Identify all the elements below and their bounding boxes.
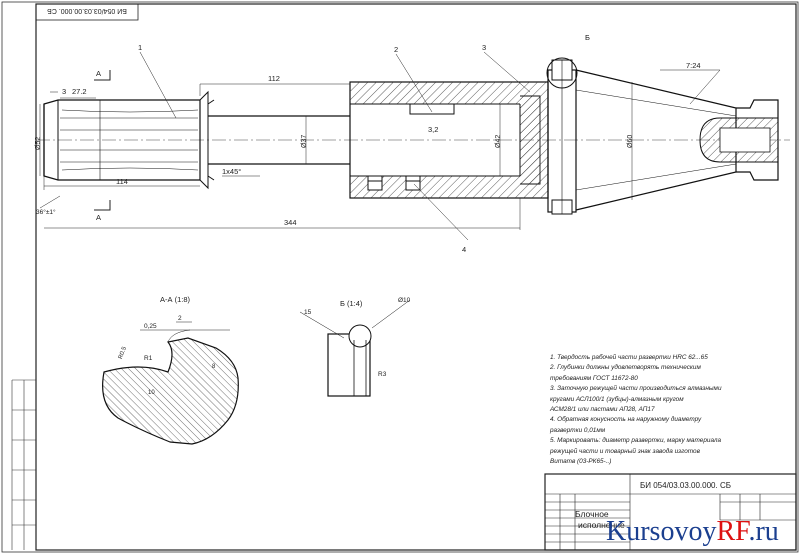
- aa-dim-8: 8: [212, 364, 216, 370]
- title-block-name-1: Блочное: [575, 509, 609, 519]
- callout-2: 2: [394, 45, 398, 54]
- dim-36: 36°±1°: [36, 208, 56, 216]
- note-line: 4. Обратная конусность на наружному диам…: [550, 416, 702, 424]
- dimension-lines: [39, 51, 721, 241]
- section-a-top: А: [96, 69, 101, 78]
- dim-344: 344: [284, 218, 297, 227]
- dim-27-2: 27.2: [72, 87, 87, 96]
- detail-b: Б (1:4) 15 Ø10 R3: [299, 297, 411, 397]
- b-dim-10: Ø10: [398, 297, 411, 304]
- note-line: 5. Маркировать: диаметр развертки, марку…: [550, 437, 722, 445]
- inner-frame: [35, 3, 797, 551]
- callout-b: Б: [585, 33, 590, 42]
- logo-part-1: Kursovoy: [606, 516, 717, 547]
- dim-60: Ø60: [627, 135, 634, 148]
- dim-112: 112: [268, 74, 280, 83]
- technical-notes: 1. Твердость рабочей части развертки HRC…: [550, 353, 780, 467]
- dim-3: 3: [62, 87, 66, 96]
- note-line: Витатв (03-РК65-..): [550, 458, 612, 466]
- main-view: [36, 59, 790, 215]
- detail-b-circle: [546, 57, 578, 89]
- dim-chamfer: 1х45°: [222, 167, 241, 176]
- logo-part-3: .ru: [748, 516, 779, 547]
- stamp-code: БИ 054/03.03.00.000. СБ: [47, 7, 127, 14]
- note-line: развертки 0,01мм: [550, 426, 606, 434]
- note-line: 3. Заточную режущей части производиться …: [550, 385, 722, 393]
- title-block-code: БИ 054/03.03.00.000. СБ: [640, 481, 731, 490]
- dim-taper: 7:24: [686, 61, 701, 70]
- note-line: режущей части и товарный знак завода изг…: [550, 447, 700, 455]
- note-line: требованиям ГОСТ 11672-80: [550, 374, 638, 382]
- aa-dim-10: 10: [148, 390, 155, 396]
- detail-b-title: Б (1:4): [340, 299, 363, 308]
- b-dim-r3: R3: [378, 371, 387, 378]
- dim-52: Ø52: [35, 137, 42, 150]
- note-line: АСМ28/1 или пастами АП28, АП17: [550, 406, 655, 414]
- dim-114: 114: [116, 177, 128, 186]
- callout-1: 1: [138, 43, 142, 52]
- main-labels: 1 2 3 4 Б А А 112 114 344 3 27.2 1х45° 3…: [35, 33, 701, 254]
- aa-dim-2: 2: [178, 315, 182, 322]
- callout-4: 4: [462, 245, 466, 254]
- note-line: 1. Твердость рабочей части развертки HRC…: [550, 354, 708, 361]
- dim-rough: 3,2: [428, 125, 438, 134]
- dim-42: Ø42: [495, 135, 502, 148]
- dim-37: Ø37: [301, 135, 308, 148]
- section-aa-title: А-А (1:8): [160, 295, 191, 304]
- aa-dim-025: 0,25: [144, 323, 157, 330]
- note-line: кругами АСЛ100/1 (зубцы)-алмазным кругом: [550, 395, 684, 403]
- b-dim-15: 15: [304, 309, 312, 316]
- logo-part-2: RF: [716, 516, 749, 547]
- callout-3: 3: [482, 43, 486, 52]
- section-a-a: А-А (1:8) 0,25 2 R1 R0.5 8 10: [102, 295, 239, 445]
- title-block: [544, 473, 797, 551]
- aa-dim-r1: R1: [144, 355, 153, 362]
- title-block-name-2: исполнение: [578, 520, 625, 530]
- aa-dim-r05: R0.5: [118, 345, 128, 360]
- section-a-bottom: А: [96, 213, 101, 222]
- watermark-logo[interactable]: KursovoyRF.ru: [606, 516, 796, 554]
- note-line: 2. Глубинки должны удовлетворять техниче…: [550, 364, 701, 372]
